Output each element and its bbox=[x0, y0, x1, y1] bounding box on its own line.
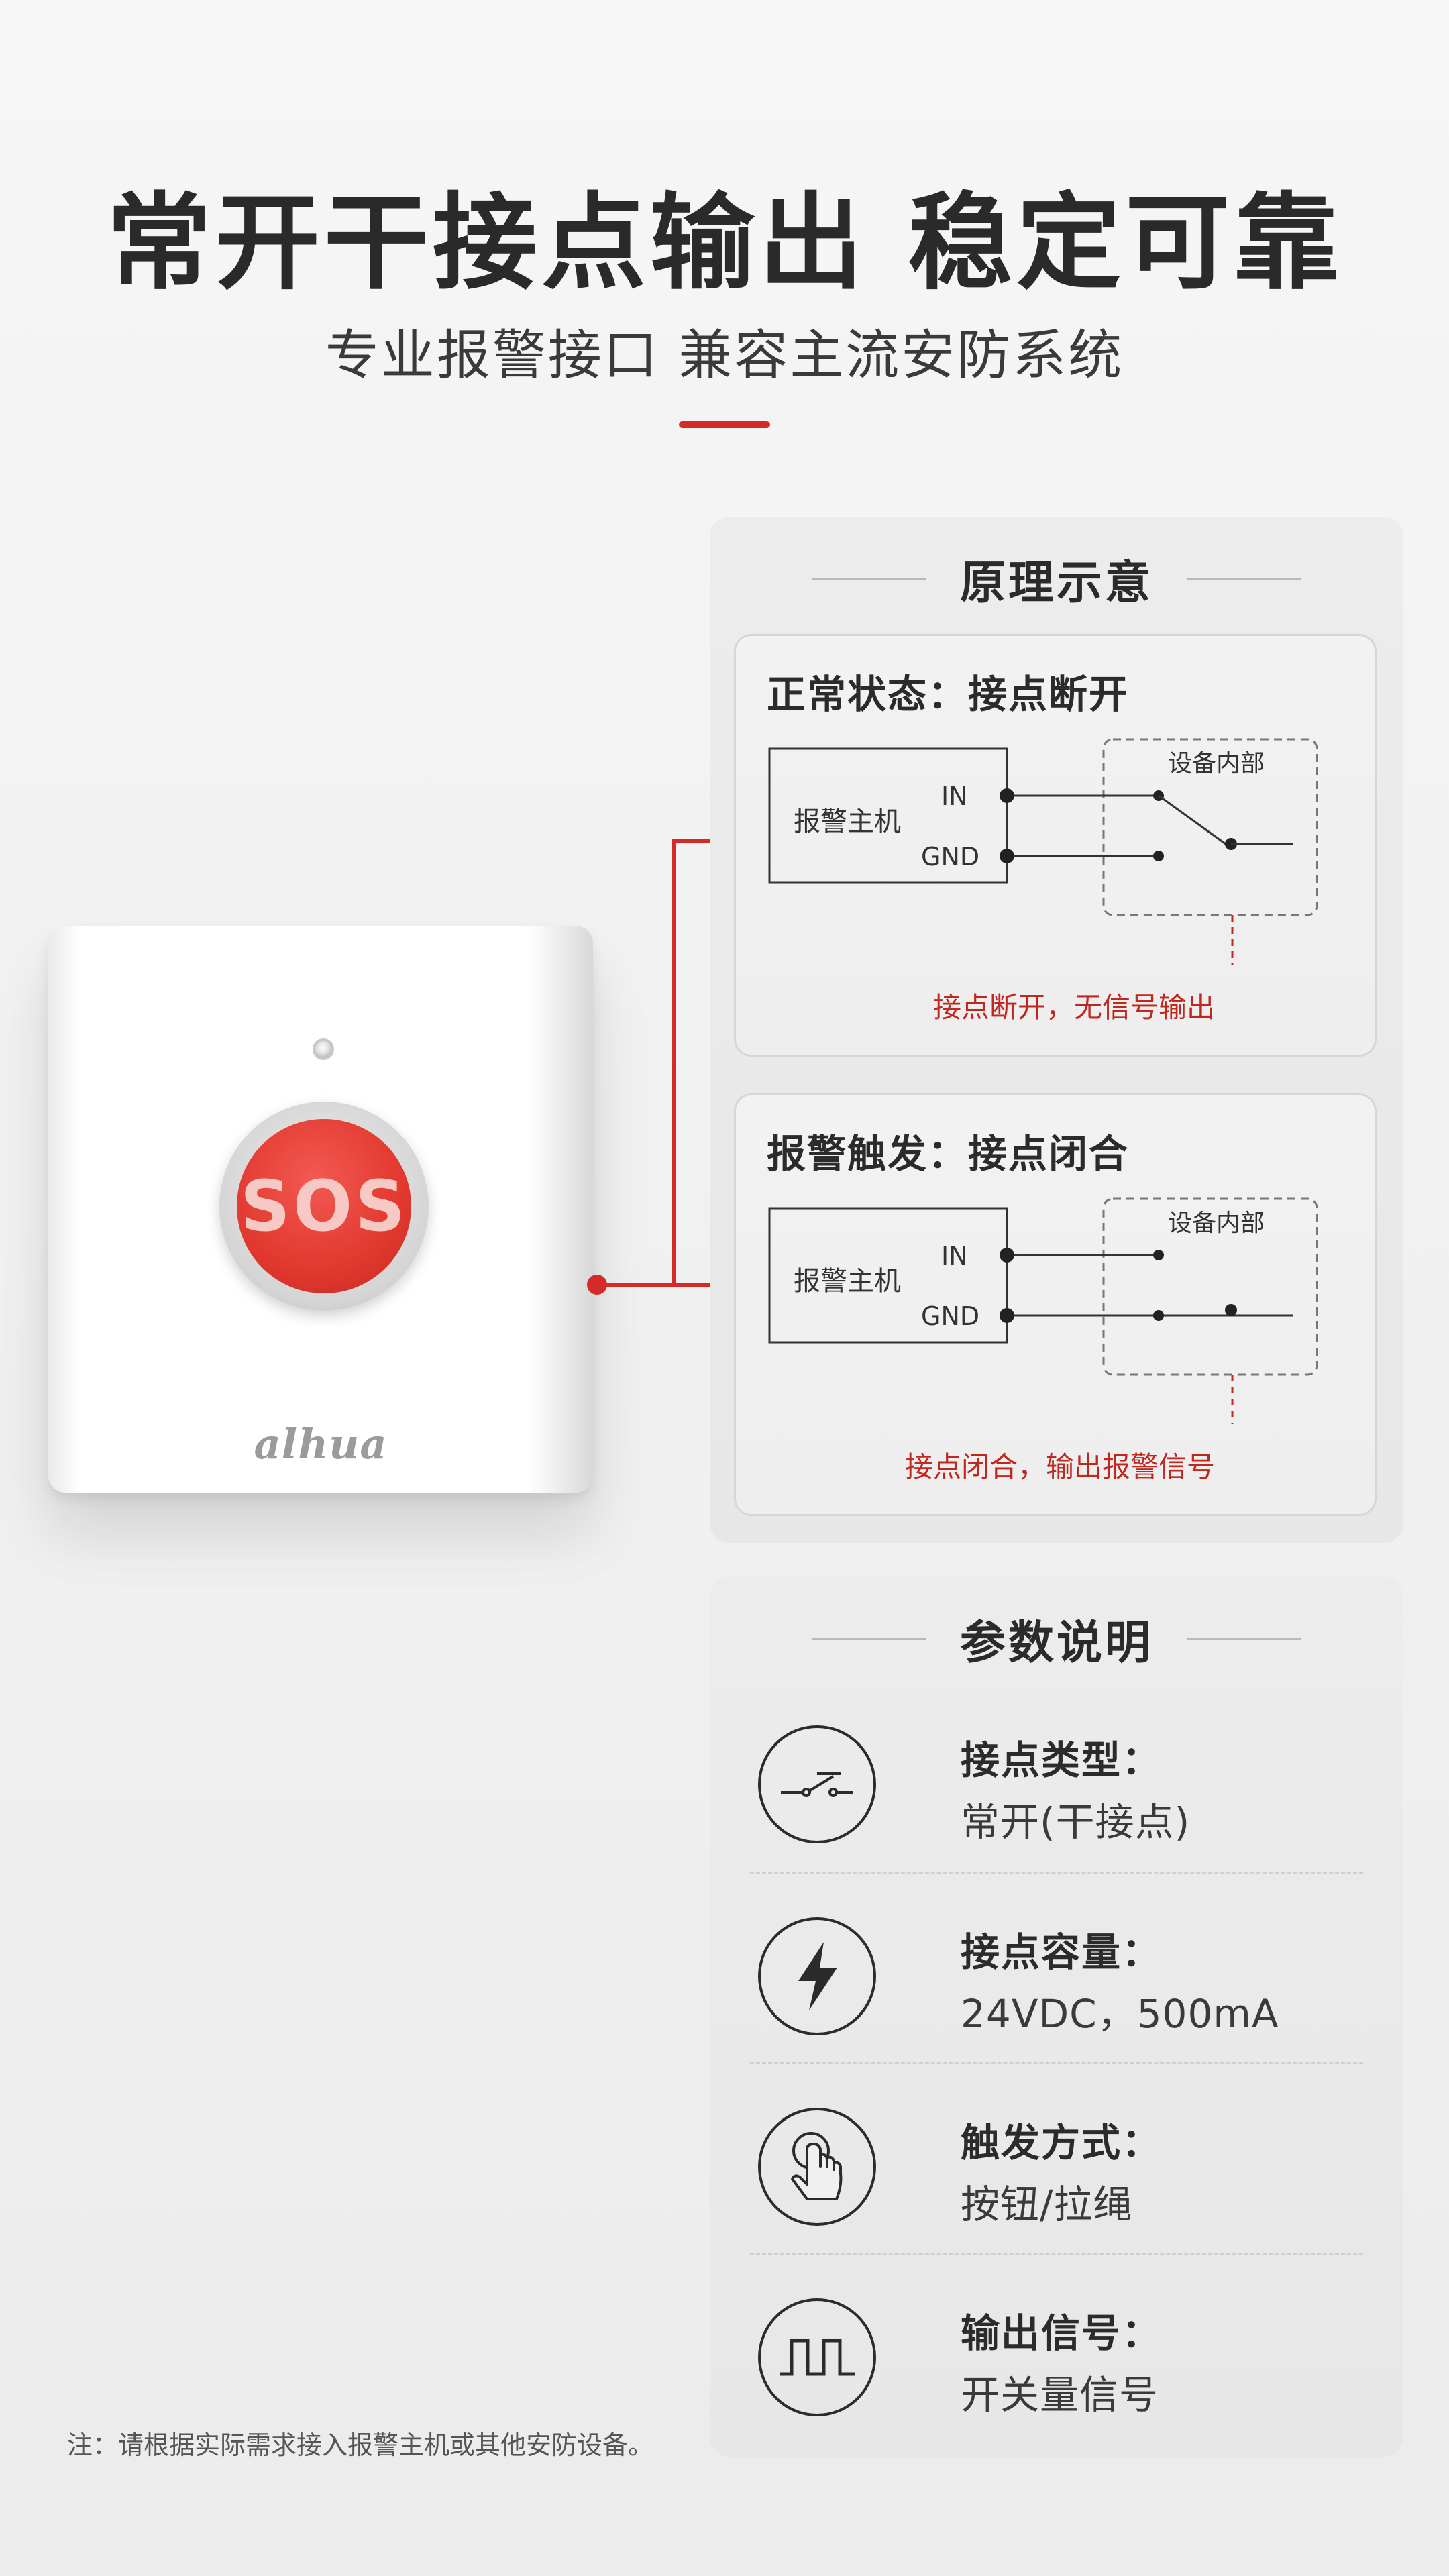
sos-button-ring: SOS bbox=[219, 1102, 429, 1311]
brand-logo: alhua bbox=[254, 1419, 388, 1468]
hand-press-icon bbox=[758, 2108, 876, 2226]
in-label: IN bbox=[941, 1241, 968, 1271]
closed-state-card: 报警触发：接点闭合 报警主机 IN GND 设备内部 接点闭合，输出报警信号 bbox=[734, 1093, 1377, 1516]
host-label: 报警主机 bbox=[794, 1266, 901, 1297]
switch-icon bbox=[758, 1725, 876, 1843]
accent-rule bbox=[679, 421, 770, 428]
open-state-title: 正常状态：接点断开 bbox=[767, 672, 1130, 717]
host-box bbox=[768, 747, 1008, 884]
device-inner-box bbox=[1102, 1197, 1318, 1376]
open-state-note: 接点断开，无信号输出 bbox=[932, 991, 1215, 1024]
sos-button[interactable]: SOS bbox=[237, 1119, 411, 1293]
sos-button-label: SOS bbox=[239, 1165, 409, 1247]
param-value: 开关量信号 bbox=[961, 2372, 1159, 2418]
params-title: 参数说明 bbox=[959, 1616, 1153, 1670]
host-label: 报警主机 bbox=[794, 806, 901, 837]
in-label: IN bbox=[941, 782, 968, 811]
principle-header: 原理示意 bbox=[710, 545, 1403, 612]
param-item-trigger-method: 触发方式： 按钮/拉绳 bbox=[758, 2081, 1355, 2249]
host-box bbox=[768, 1207, 1008, 1344]
gnd-label: GND bbox=[921, 1301, 979, 1331]
param-divider bbox=[750, 2253, 1363, 2255]
param-value: 24VDC，500mA bbox=[961, 1991, 1279, 2037]
headline: 常开干接点输出 稳定可靠 bbox=[106, 182, 1343, 304]
closed-state-title: 报警触发：接点闭合 bbox=[767, 1131, 1130, 1177]
param-label: 触发方式： bbox=[961, 2120, 1163, 2165]
param-value: 常开(干接点) bbox=[961, 1799, 1191, 1845]
sos-device: SOS alhua bbox=[48, 926, 593, 1493]
open-state-schematic: 报警主机 IN GND 设备内部 bbox=[768, 738, 1318, 965]
closed-state-note: 接点闭合，输出报警信号 bbox=[904, 1450, 1215, 1483]
device-inner-label: 设备内部 bbox=[1168, 1210, 1265, 1237]
closed-state-schematic: 报警主机 IN GND 设备内部 bbox=[768, 1197, 1318, 1424]
gnd-label: GND bbox=[921, 842, 979, 871]
header-rule-left bbox=[812, 577, 926, 580]
header-rule-right bbox=[1187, 1637, 1301, 1640]
param-value: 按钮/拉绳 bbox=[961, 2182, 1133, 2227]
principle-panel: 原理示意 正常状态：接点断开 报警主机 IN GND 设备内部 接点断开，无信号… bbox=[710, 517, 1403, 1543]
footnote: 注：请根据实际需求接入报警主机或其他安防设备。 bbox=[67, 2430, 654, 2460]
indicator-led bbox=[313, 1038, 334, 1060]
device-inner-label: 设备内部 bbox=[1168, 750, 1265, 777]
param-label: 输出信号： bbox=[961, 2310, 1163, 2356]
lightning-icon bbox=[758, 1917, 876, 2035]
subline: 专业报警接口 兼容主流安防系统 bbox=[325, 324, 1124, 386]
open-state-card: 正常状态：接点断开 报警主机 IN GND 设备内部 接点断开，无信号输出 bbox=[734, 634, 1377, 1057]
param-item-contact-type: 接点类型： 常开(干接点) bbox=[758, 1699, 1355, 1866]
param-divider bbox=[750, 1872, 1363, 1874]
param-label: 接点类型： bbox=[961, 1737, 1163, 1783]
wire-dot-device bbox=[587, 1275, 607, 1295]
header-rule-left bbox=[812, 1637, 926, 1640]
device-inner-box bbox=[1102, 738, 1318, 916]
param-item-output-signal: 输出信号： 开关量信号 bbox=[758, 2271, 1355, 2439]
param-item-contact-capacity: 接点容量： 24VDC，500mA bbox=[758, 1890, 1355, 2058]
open-switch-lever bbox=[1158, 794, 1226, 845]
params-panel: 参数说明 接点类型： 常开(干接点) 接点容量： 24VDC，500mA bbox=[710, 1576, 1403, 2457]
principle-title: 原理示意 bbox=[959, 556, 1153, 610]
param-label: 接点容量： bbox=[961, 1929, 1163, 1975]
param-divider bbox=[750, 2062, 1363, 2064]
header-rule-right bbox=[1187, 577, 1301, 580]
square-wave-icon bbox=[758, 2298, 876, 2416]
params-header: 参数说明 bbox=[710, 1605, 1403, 1672]
